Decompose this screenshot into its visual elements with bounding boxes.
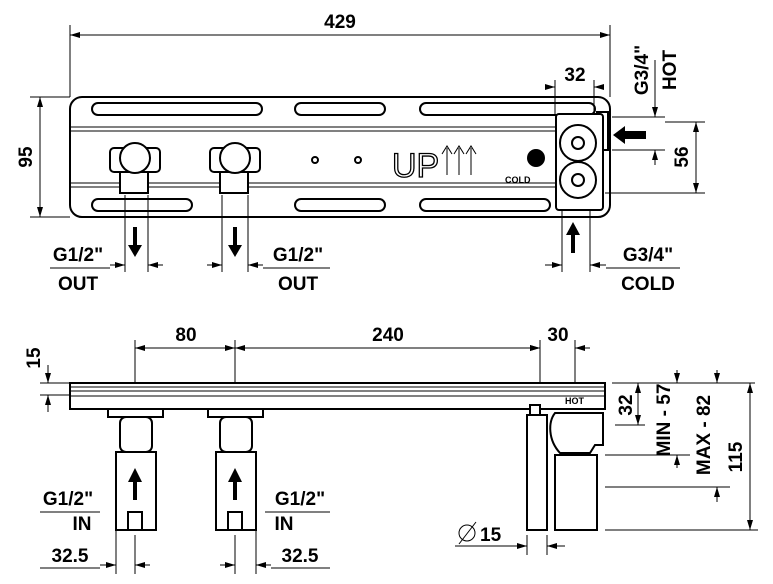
- connector-width-dim: 32: [564, 65, 585, 86]
- pipe-dia: 15: [480, 525, 502, 546]
- hot-label: HOT: [660, 50, 681, 91]
- dim-240: 240: [372, 325, 404, 346]
- out-arrow-icon-1: [128, 227, 142, 257]
- in-arrow-icon-2: [228, 468, 242, 500]
- plug: [527, 149, 545, 167]
- min-dim: MIN - 57: [654, 384, 675, 457]
- out1-label: OUT: [58, 274, 99, 295]
- outlet-fitting-2: [209, 142, 261, 194]
- cold-label: COLD: [621, 274, 675, 295]
- out2-label: OUT: [278, 274, 319, 295]
- inlet-body-1: [107, 408, 164, 531]
- cold-inlet-arrow-icon: [566, 222, 580, 253]
- offset1: 32.5: [52, 546, 89, 567]
- side-view: 80 240 30 15 HOT 32 MIN - 57 MAX - 82 11…: [24, 325, 758, 574]
- out2-thread: G1/2": [273, 245, 323, 266]
- up-arrows-icon: [441, 145, 477, 175]
- diameter-icon: [458, 521, 477, 545]
- hot-inlet-arrow-icon: [613, 126, 646, 144]
- in2-thread: G1/2": [275, 489, 325, 510]
- cold-mark: COLD: [505, 175, 531, 185]
- dim-15: 15: [24, 347, 45, 369]
- slots: [91, 102, 596, 212]
- dim-32: 32: [616, 394, 637, 415]
- out1-thread: G1/2": [53, 245, 103, 266]
- width-dim: 429: [324, 12, 356, 33]
- spacing-dim: 56: [672, 146, 693, 167]
- hot-thread: G3/4": [632, 45, 653, 95]
- hot-mark: HOT: [565, 396, 585, 406]
- connector-block: [555, 111, 609, 211]
- in-arrow-icon-1: [128, 468, 142, 500]
- top-view: 429 95 UP COLD 32 G3/4" HOT 56 G1/2" OUT: [16, 12, 705, 295]
- outlet-fitting-1: [109, 142, 161, 194]
- dim-30: 30: [547, 325, 568, 346]
- in1-label: IN: [73, 514, 92, 535]
- cold-thread: G3/4": [623, 245, 673, 266]
- mounting-plate: [69, 96, 611, 218]
- in1-thread: G1/2": [43, 489, 93, 510]
- out-arrow-icon-2: [228, 227, 242, 257]
- offset2: 32.5: [282, 546, 319, 567]
- height-dim: 95: [16, 146, 37, 168]
- up-mark: UP: [392, 147, 439, 185]
- riser-pipe: [526, 404, 548, 531]
- max-dim: MAX - 82: [694, 395, 715, 475]
- dim-80: 80: [175, 325, 196, 346]
- in2-label: IN: [275, 514, 294, 535]
- hot-elbow: [549, 412, 604, 531]
- dim-115: 115: [726, 441, 747, 472]
